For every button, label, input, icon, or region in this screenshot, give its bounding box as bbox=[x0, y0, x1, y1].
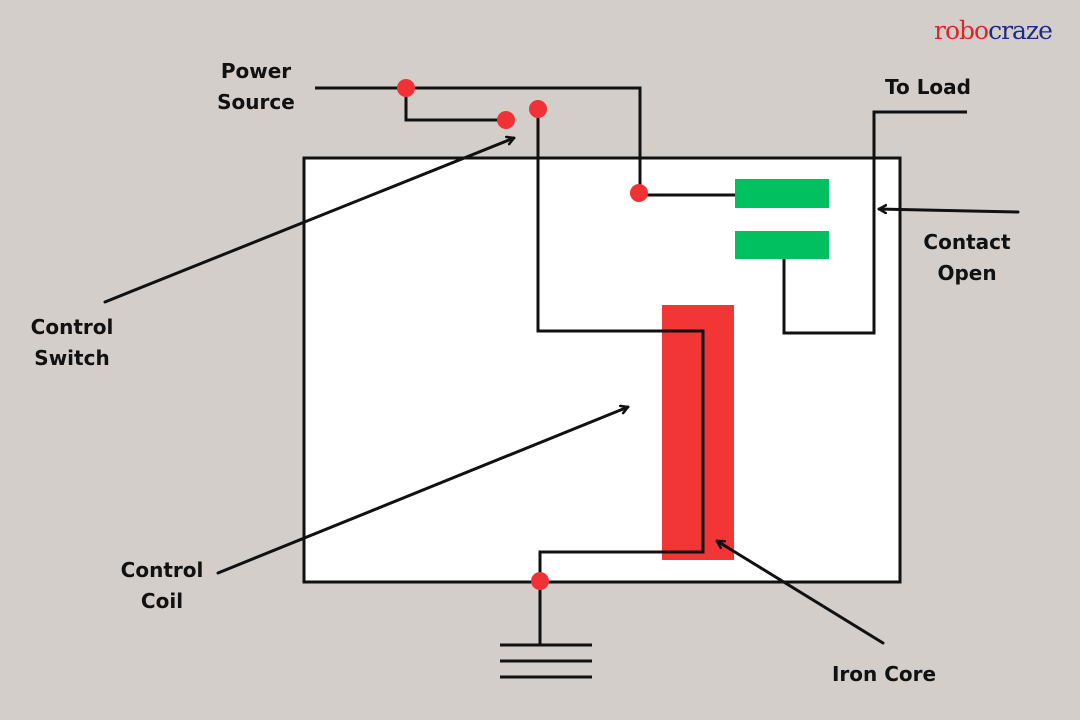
relay-body bbox=[302, 156, 902, 584]
coil-wire bbox=[536, 110, 705, 645]
lower-contact bbox=[735, 231, 829, 259]
switch-branch-wire bbox=[404, 88, 506, 122]
contact-open-label: Contact Open bbox=[923, 230, 1011, 285]
switch-contact-node-a bbox=[497, 111, 515, 129]
power-source-label: Power Source bbox=[217, 59, 295, 114]
power-line-wire bbox=[315, 86, 642, 193]
iron-core-label: Iron Core bbox=[831, 662, 937, 686]
logo-part-craze: craze bbox=[988, 16, 1053, 45]
logo-part-robo: robo bbox=[934, 16, 989, 45]
contact-open-arrow bbox=[877, 209, 1020, 212]
upper-contact bbox=[735, 179, 829, 208]
power-junction-node bbox=[397, 79, 415, 97]
load-wire bbox=[782, 110, 967, 335]
control-switch-arrow bbox=[103, 138, 516, 304]
switch-contact-node-b bbox=[529, 100, 547, 118]
robocraze-logo: robocraze bbox=[934, 16, 1053, 45]
control-coil-label: Control Coil bbox=[120, 558, 204, 613]
control-switch-label: Control Switch bbox=[30, 315, 114, 370]
to-load-label: To Load bbox=[885, 75, 971, 99]
contact-feed-node bbox=[630, 184, 648, 202]
control-coil-arrow bbox=[216, 407, 630, 575]
ground-symbol bbox=[500, 643, 592, 679]
ground-node bbox=[531, 572, 549, 590]
iron-core-bar bbox=[662, 305, 734, 560]
iron-core-arrow bbox=[715, 539, 885, 645]
